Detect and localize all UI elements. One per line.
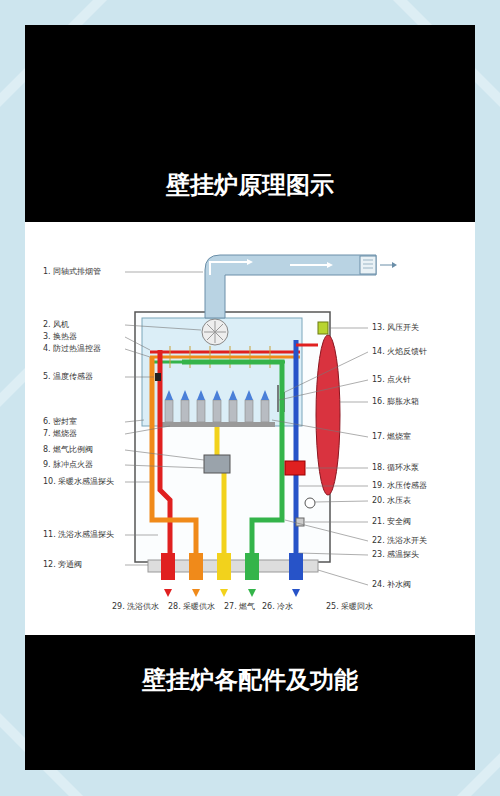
- part-label: 27. 燃气: [224, 602, 255, 612]
- part-label: 24. 补水阀: [372, 580, 411, 590]
- part-label: 17. 燃烧室: [372, 432, 411, 442]
- part-label: 12. 旁通阀: [43, 560, 82, 570]
- part-label: 29. 洗浴供水: [112, 602, 159, 612]
- part-label: 4. 防过热温控器: [43, 344, 101, 354]
- part-label: 23. 感温探头: [372, 550, 419, 560]
- part-label: 14. 火焰反馈针: [372, 347, 427, 357]
- part-label: 6. 密封室: [43, 417, 77, 427]
- part-label: 10. 采暖水感温探头: [43, 477, 114, 487]
- part-label: 28. 采暖供水: [168, 602, 215, 612]
- part-label: 20. 水压表: [372, 496, 411, 506]
- part-label: 5. 温度传感器: [43, 372, 93, 382]
- part-label: 11. 洗浴水感温探头: [43, 530, 114, 540]
- part-label: 13. 风压开关: [372, 323, 419, 333]
- part-label: 2. 风机: [43, 320, 69, 330]
- page-caption: 壁挂炉各配件及功能: [142, 665, 358, 695]
- part-label: 25. 采暖回水: [326, 602, 373, 612]
- page-title: 壁挂炉原理图示: [166, 170, 334, 200]
- part-label: 26. 冷水: [262, 602, 293, 612]
- part-label: 1. 同轴式排烟管: [43, 267, 101, 277]
- part-label: 9. 脉冲点火器: [43, 460, 93, 470]
- part-label: 19. 水压传感器: [372, 481, 427, 491]
- part-label: 7. 燃烧器: [43, 429, 77, 439]
- part-label: 22. 洗浴水开关: [372, 536, 427, 546]
- part-label: 18. 循环水泵: [372, 463, 419, 473]
- part-label: 3. 换热器: [43, 332, 77, 342]
- part-label: 8. 燃气比例阀: [43, 445, 93, 455]
- part-label: 21. 安全阀: [372, 517, 411, 527]
- part-label: 16. 膨胀水箱: [372, 397, 419, 407]
- part-label: 15. 点火针: [372, 375, 411, 385]
